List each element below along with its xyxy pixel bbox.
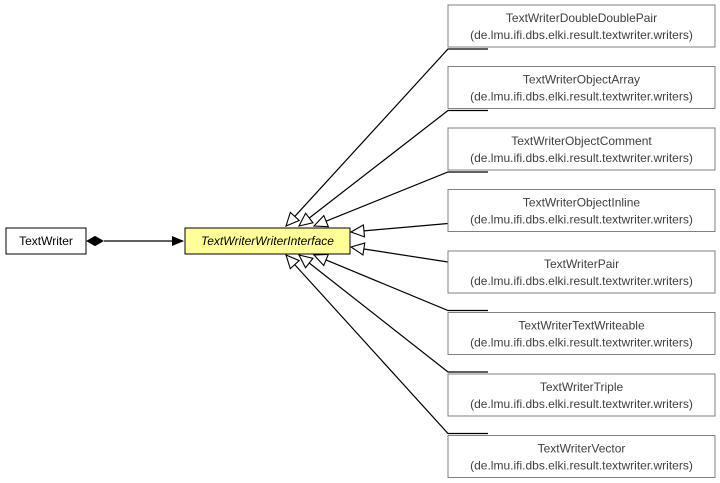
realization-edge xyxy=(363,248,449,263)
realization-arrowhead-icon xyxy=(285,254,301,270)
implementation-class-name: TextWriterVector xyxy=(538,442,626,456)
interface-node[interactable]: TextWriterWriterInterface xyxy=(184,227,351,255)
implementation-node[interactable]: TextWriterObjectArray (de.lmu.ifi.dbs.elk… xyxy=(447,66,716,109)
realization-arrowhead-icon xyxy=(297,212,314,227)
interface-label: TextWriterWriterInterface xyxy=(201,234,334,248)
implementation-package-name: (de.lmu.ifi.dbs.elki.result.textwriter.w… xyxy=(470,213,693,227)
implementation-class-name: TextWriterPair xyxy=(544,257,619,271)
realization-arrowhead-icon xyxy=(349,223,366,238)
edges-group xyxy=(285,48,488,435)
implementation-node-box xyxy=(447,189,716,232)
textwriter-class-label: TextWriter xyxy=(19,234,73,248)
implementation-package-name: (de.lmu.ifi.dbs.elki.result.textwriter.w… xyxy=(470,90,693,104)
implementation-node-box xyxy=(447,66,716,109)
implementation-node[interactable]: TextWriterDoubleDoublePair (de.lmu.ifi.db… xyxy=(447,4,716,48)
implementation-node-box xyxy=(447,373,716,417)
implementation-node[interactable]: TextWriterObjectComment (de.lmu.ifi.dbs.e… xyxy=(447,127,716,171)
implementation-package-name: (de.lmu.ifi.dbs.elki.result.textwriter.w… xyxy=(470,397,693,411)
implementation-nodes: TextWriterDoubleDoublePair (de.lmu.ifi.db… xyxy=(447,4,716,478)
implementation-class-name: TextWriterObjectInline xyxy=(523,196,640,210)
implementation-node-box xyxy=(447,4,716,48)
implementation-node-box xyxy=(447,435,716,478)
implementation-node[interactable]: TextWriterVector (de.lmu.ifi.dbs.elki.res… xyxy=(447,435,716,478)
realization-edge xyxy=(308,109,488,219)
implementation-node[interactable]: TextWriterObjectInline (de.lmu.ifi.dbs.el… xyxy=(447,189,716,232)
realization-arrowhead-icon xyxy=(349,242,366,256)
realization-arrowhead-icon xyxy=(312,253,330,267)
implementation-class-name: TextWriterObjectArray xyxy=(523,73,640,87)
realization-edge xyxy=(294,264,488,435)
textwriter-class-node[interactable]: TextWriter xyxy=(5,227,87,255)
implementation-node[interactable]: TextWriterPair (de.lmu.ifi.dbs.elki.resul… xyxy=(447,250,716,294)
realization-edge xyxy=(363,222,449,232)
composition-edge xyxy=(85,235,184,247)
implementation-node[interactable]: TextWriterTextWriteable (de.lmu.ifi.dbs.e… xyxy=(447,312,716,355)
implementation-package-name: (de.lmu.ifi.dbs.elki.result.textwriter.w… xyxy=(470,151,693,165)
implementation-class-name: TextWriterTriple xyxy=(540,380,624,394)
implementation-class-name: TextWriterObjectComment xyxy=(511,134,652,148)
realization-edge xyxy=(294,48,488,217)
implementation-class-name: TextWriterDoubleDoublePair xyxy=(506,11,657,25)
realization-arrowhead-icon xyxy=(297,254,314,269)
implementation-package-name: (de.lmu.ifi.dbs.elki.result.textwriter.w… xyxy=(470,459,693,473)
implementation-package-name: (de.lmu.ifi.dbs.elki.result.textwriter.w… xyxy=(470,274,693,288)
implementation-node-box xyxy=(447,250,716,294)
implementation-node-box xyxy=(447,127,716,171)
implementation-package-name: (de.lmu.ifi.dbs.elki.result.textwriter.w… xyxy=(470,28,693,42)
composition-diamond-icon xyxy=(85,235,105,247)
realization-edge xyxy=(308,262,488,373)
implementation-node-box xyxy=(447,312,716,355)
realization-arrowhead-icon xyxy=(285,211,301,227)
implementation-class-name: TextWriterTextWriteable xyxy=(518,319,645,333)
implementation-package-name: (de.lmu.ifi.dbs.elki.result.textwriter.w… xyxy=(470,336,693,350)
realization-arrowhead-icon xyxy=(312,214,330,228)
realization-edge xyxy=(325,171,488,222)
realization-edge xyxy=(325,259,488,312)
implementation-node[interactable]: TextWriterTriple (de.lmu.ifi.dbs.elki.res… xyxy=(447,373,716,417)
